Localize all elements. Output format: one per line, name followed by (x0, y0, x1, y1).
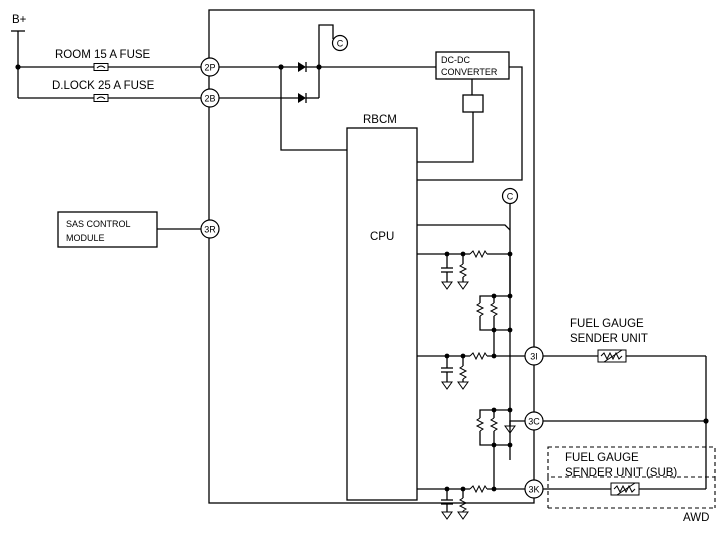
diode-icon (298, 93, 306, 103)
svg-text:SENDER UNIT (SUB): SENDER UNIT (SUB) (565, 467, 677, 479)
dcdc-converter: DC-DC CONVERTER (417, 51, 523, 181)
svg-text:2B: 2B (204, 94, 215, 104)
rbcm-label: RBCM (363, 114, 397, 126)
connector-3i: 3I (524, 346, 544, 366)
svg-text:SENDER UNIT: SENDER UNIT (570, 333, 648, 345)
svg-text:3K: 3K (528, 485, 539, 495)
svg-text:3R: 3R (204, 225, 216, 235)
fuel-gauge-sender-sub: FUEL GAUGE SENDER UNIT (SUB) AWD (543, 446, 716, 524)
svg-text:FUEL GAUGE: FUEL GAUGE (570, 318, 644, 330)
cpu-block: RBCM CPU (346, 114, 418, 501)
fuse-icon (93, 63, 109, 71)
power-supply: B+ (11, 14, 27, 98)
svg-text:CONVERTER: CONVERTER (441, 67, 498, 77)
b-plus-label: B+ (12, 14, 27, 26)
svg-text:FUEL GAUGE: FUEL GAUGE (565, 452, 639, 464)
fuse-room-15a: ROOM 15 A FUSE (18, 49, 201, 71)
fuse-dlock-25a: D.LOCK 25 A FUSE (18, 80, 201, 102)
ref-c-right: C (507, 192, 514, 202)
svg-text:SAS CONTROL: SAS CONTROL (66, 219, 131, 229)
connector-3c: 3C (524, 411, 544, 431)
fuse-icon (93, 94, 109, 102)
connector-2p: 2P (200, 57, 220, 77)
sas-control-module: SAS CONTROL MODULE (57, 211, 201, 248)
diode-icon (298, 62, 306, 72)
internal-supply: C (219, 24, 436, 151)
awd-label: AWD (683, 512, 709, 524)
fuse-room-label: ROOM 15 A FUSE (55, 49, 151, 61)
sense-circuit: C (417, 187, 525, 520)
svg-text:DC-DC: DC-DC (441, 55, 470, 65)
svg-text:MODULE: MODULE (66, 233, 105, 243)
cpu-label: CPU (370, 231, 394, 243)
connector-3r: 3R (200, 219, 220, 239)
dcdc-output-block (462, 94, 484, 113)
ref-c-top: C (337, 39, 344, 49)
awd-dashed-box (547, 446, 716, 478)
connector-2b: 2B (200, 88, 220, 108)
fuel-gauge-sender-main: FUEL GAUGE SENDER UNIT (543, 318, 709, 489)
connector-3k: 3K (524, 479, 544, 499)
svg-text:3I: 3I (530, 352, 538, 362)
svg-text:2P: 2P (204, 63, 215, 73)
svg-text:3C: 3C (528, 417, 540, 427)
rbcm-unit-outline (208, 9, 535, 504)
fuse-dlock-label: D.LOCK 25 A FUSE (52, 80, 155, 92)
